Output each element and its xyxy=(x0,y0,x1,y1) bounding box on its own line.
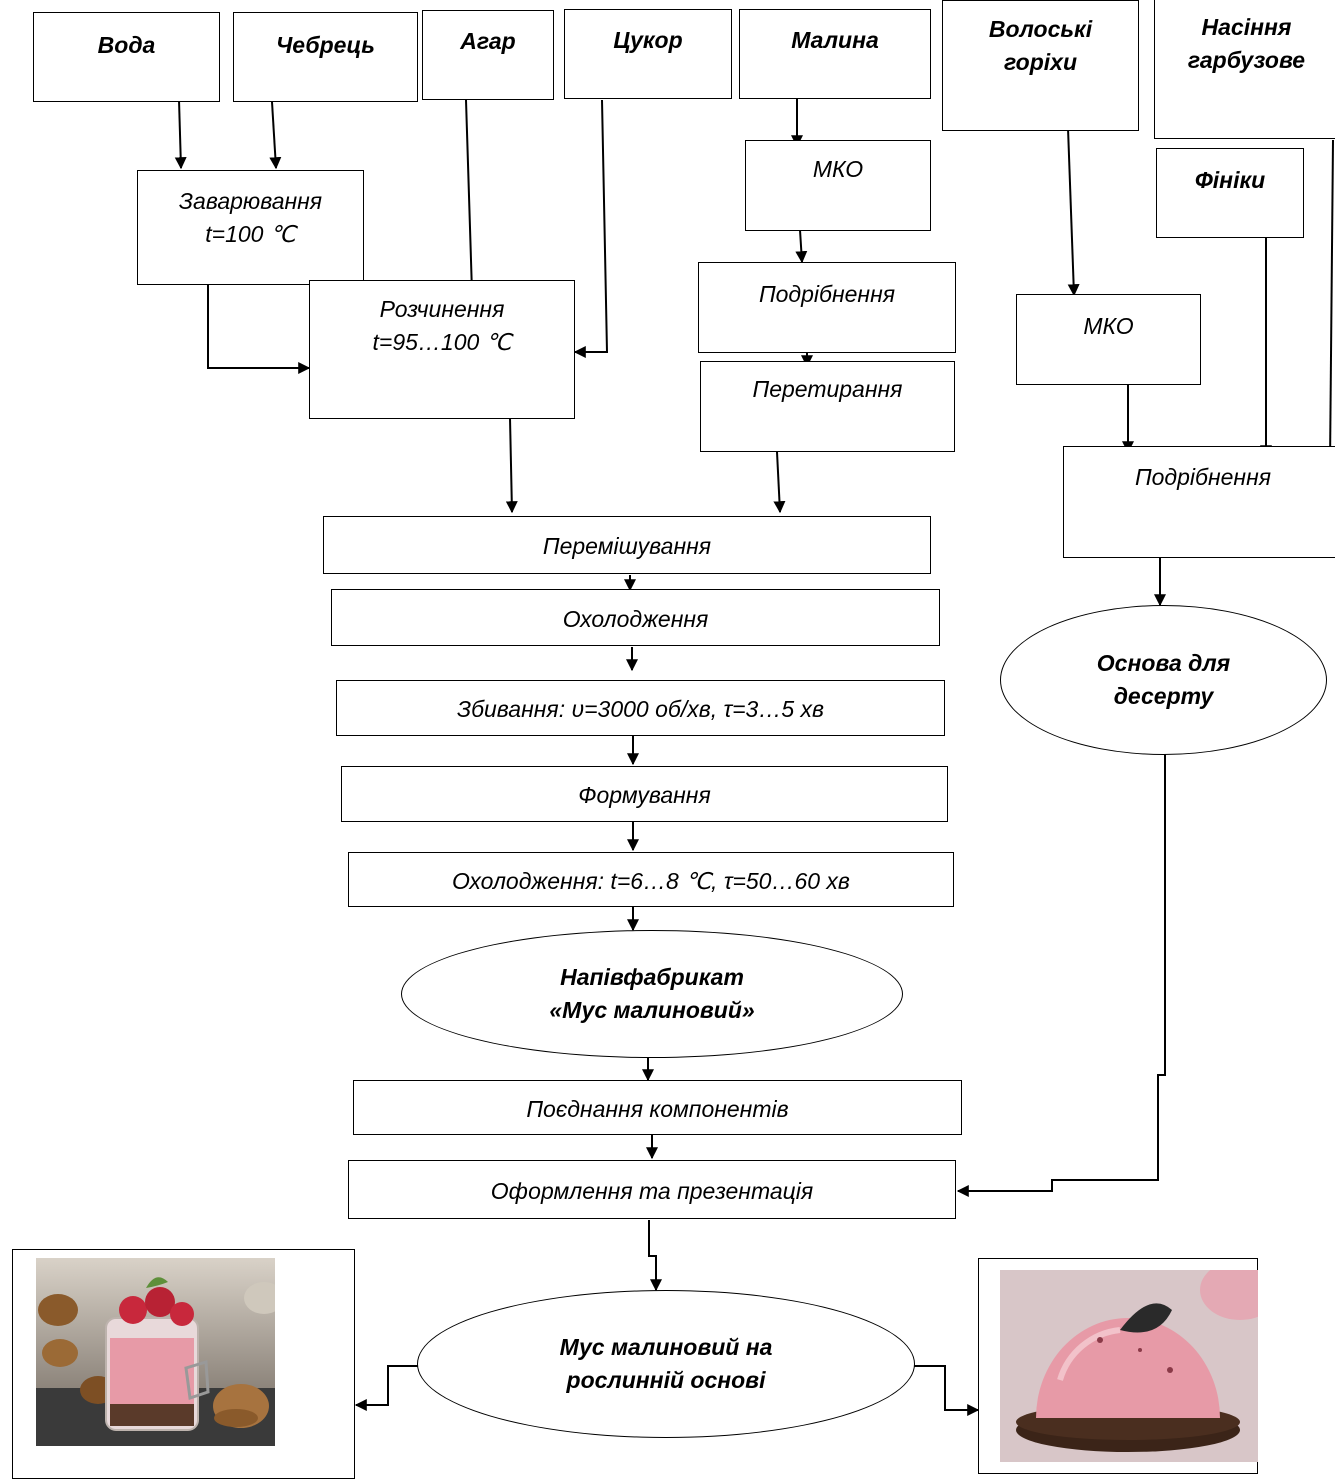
step-decoration-box: Оформлення та презентація xyxy=(348,1160,956,1219)
ingredient-water-box: Вода xyxy=(33,12,220,102)
ingredient-raspberry-label: Малина xyxy=(791,27,879,53)
arrow-thyme-brewing xyxy=(269,101,282,170)
step-grinding-nuts-box: Подрібнення xyxy=(1063,446,1335,558)
ingredient-walnuts-line1: Волоські xyxy=(988,16,1093,42)
step-combining-box: Поєднання компонентів xyxy=(353,1080,962,1135)
step-grinding-nuts-label: Подрібнення xyxy=(1134,464,1272,490)
product-semi-line2: «Мус малиновий» xyxy=(549,997,755,1023)
step-grinding-raspberry-label: Подрібнення xyxy=(758,281,896,307)
step-rubbing-label: Перетирання xyxy=(752,376,903,402)
step-forming-box: Формування xyxy=(341,766,948,822)
step-grinding-raspberry-box: Подрібнення xyxy=(698,262,956,353)
step-brewing-line2: t=100 ℃ xyxy=(205,221,296,248)
step-rubbing-box: Перетирання xyxy=(700,361,955,452)
arrow-decoration-final xyxy=(648,1220,662,1292)
step-combining-label: Поєднання компонентів xyxy=(526,1096,789,1122)
product-final-line1: Мус малиновий на xyxy=(559,1333,773,1360)
arrow-pumpkin-nutgrinding xyxy=(1324,139,1335,466)
arrow-rubbing-mixing xyxy=(773,451,786,514)
arrow-mko-grinding xyxy=(795,229,808,264)
ingredient-thyme-label: Чебрець xyxy=(276,32,375,58)
arrow-walnuts-mko xyxy=(1067,127,1080,297)
arrow-sugar-dissolving xyxy=(573,99,609,358)
step-cooling2-label: Охолодження: t=6…8 ℃, τ=50…60 хв xyxy=(452,868,850,894)
step-mixing-label: Перемішування xyxy=(542,533,712,559)
step-brewing-box: Заварювання t=100 ℃ xyxy=(137,170,364,285)
product-final-ellipse: Мус малиновий на рослинній основі xyxy=(417,1290,915,1438)
step-mixing-box: Перемішування xyxy=(323,516,931,574)
ingredient-raspberry-box: Малина xyxy=(739,9,931,99)
step-dissolving-box: Розчинення t=95…100 ℃ xyxy=(309,280,575,419)
step-mko-raspberry-label: МКО xyxy=(812,156,864,182)
ingredient-walnuts-line2: горіхи xyxy=(1003,49,1078,76)
step-mko-raspberry-box: МКО xyxy=(745,140,931,231)
arrow-brewing-dissolving xyxy=(207,285,311,374)
arrow-water-brewing xyxy=(174,99,187,170)
photo-mousse-jar xyxy=(36,1258,275,1446)
arrow-final-rightphoto xyxy=(914,1365,980,1416)
photo-mousse-dome xyxy=(1000,1270,1258,1462)
step-forming-label: Формування xyxy=(578,782,711,808)
step-cooling-box: Охолодження xyxy=(331,589,940,646)
step-dissolving-line1: Розчинення xyxy=(379,296,505,322)
product-final-line2: рослинній основі xyxy=(566,1367,766,1393)
step-whipping-box: Збивання: υ=3000 об/хв, τ=3…5 хв xyxy=(336,680,945,736)
step-brewing-line1: Заварювання xyxy=(178,188,323,214)
arrow-agar-dissolving xyxy=(465,99,478,294)
ingredient-dates-label: Фініки xyxy=(1194,167,1266,193)
ingredient-walnuts-box: Волоські горіхи xyxy=(942,0,1139,131)
ingredient-water-label: Вода xyxy=(97,32,156,58)
product-base-ellipse: Основа для десерту xyxy=(1000,605,1327,755)
step-dissolving-line2: t=95…100 ℃ xyxy=(372,329,512,356)
ingredient-thyme-box: Чебрець xyxy=(233,12,418,102)
step-cooling-label: Охолодження xyxy=(562,606,709,632)
step-mko-nuts-label: МКО xyxy=(1083,313,1134,339)
ingredient-sugar-label: Цукор xyxy=(613,27,683,53)
step-mko-nuts-box: МКО xyxy=(1016,294,1201,385)
step-cooling2-box: Охолодження: t=6…8 ℃, τ=50…60 хв xyxy=(348,852,954,907)
ingredient-pumpkin-line2: гарбузове xyxy=(1187,47,1306,74)
ingredient-agar-label: Агар xyxy=(460,28,516,54)
ingredient-pumpkin-line1: Насіння xyxy=(1201,14,1292,40)
step-whipping-label: Збивання: υ=3000 об/хв, τ=3…5 хв xyxy=(456,696,825,722)
ingredient-dates-box: Фініки xyxy=(1156,148,1304,238)
product-base-line2: десерту xyxy=(1113,683,1214,709)
product-semifinished-ellipse: Напівфабрикат «Мус малиновий» xyxy=(401,930,903,1058)
arrow-dissolving-mixing xyxy=(505,417,518,514)
ingredient-pumpkin-seeds-box: Насіння гарбузове xyxy=(1154,0,1335,139)
arrow-base-decoration xyxy=(956,753,1166,1197)
step-decoration-label: Оформлення та презентація xyxy=(490,1178,814,1204)
ingredient-agar-box: Агар xyxy=(422,10,554,100)
arrow-final-leftphoto xyxy=(354,1365,418,1411)
product-base-line1: Основа для xyxy=(1096,649,1231,676)
ingredient-sugar-box: Цукор xyxy=(564,9,732,99)
product-semi-line1: Напівфабрикат xyxy=(560,963,744,990)
